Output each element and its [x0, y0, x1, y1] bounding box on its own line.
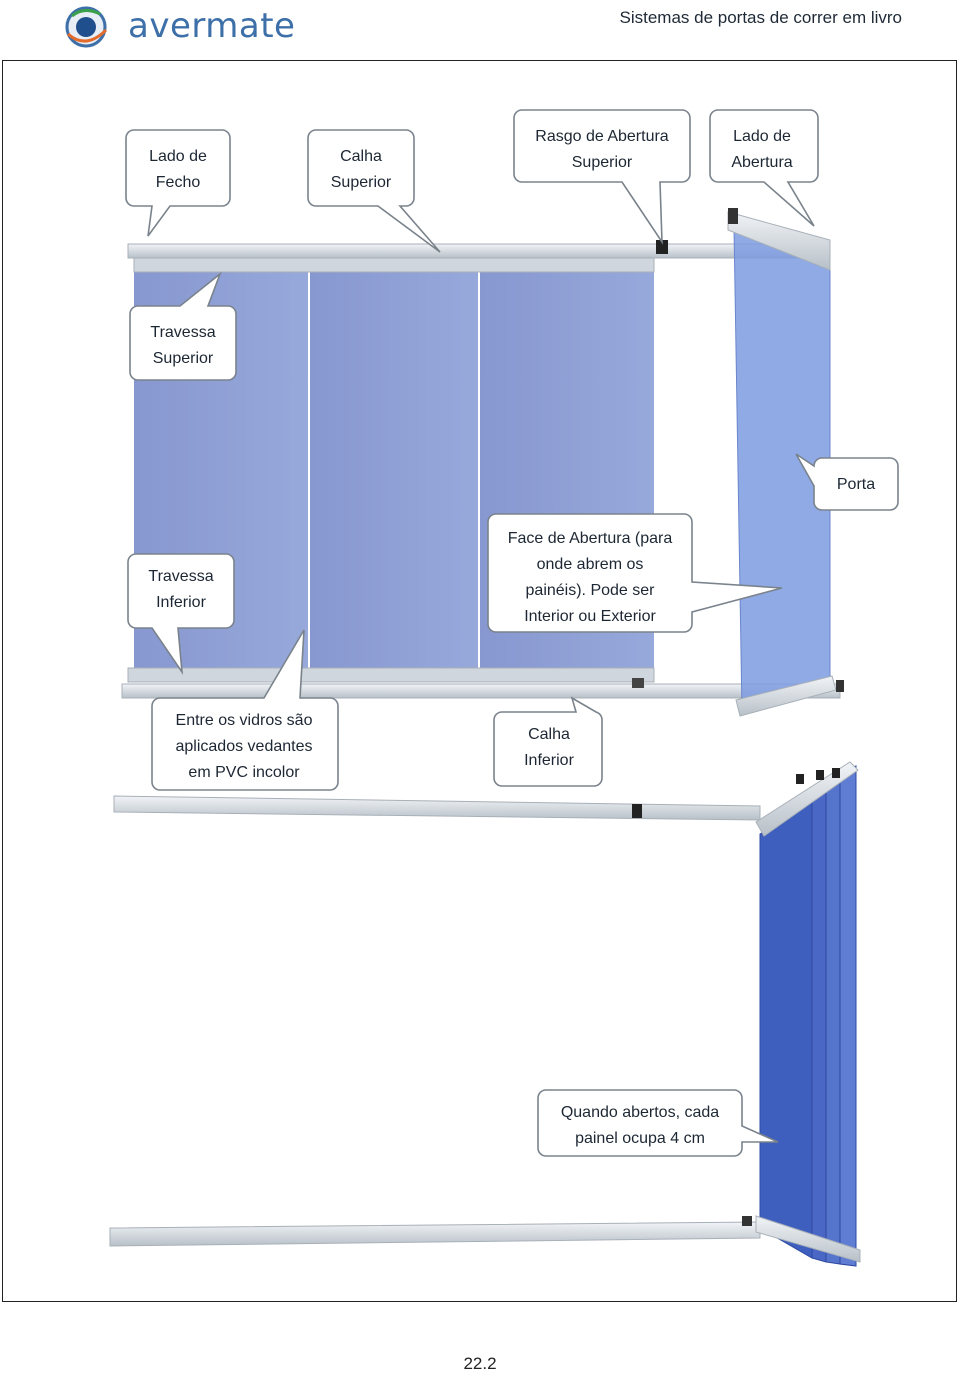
top-crossbar: [133, 257, 655, 273]
stacked-top-frame: [755, 761, 859, 837]
stacked-panel-3: [825, 773, 841, 1265]
door-hinge-bottom: [836, 680, 844, 692]
bubble-travessa-inferior: [127, 553, 235, 675]
stacked-hinge-3: [832, 768, 840, 778]
bubble-calha-inferior: [493, 696, 603, 787]
callout-bubbles: [125, 109, 899, 1157]
open-top-slot-marker: [632, 804, 642, 818]
callout-travessa-superior: Travessa Superior: [150, 324, 216, 367]
page-header: avermate Sistemas de portas de correr em…: [0, 0, 960, 56]
bubble-porta: [795, 453, 899, 511]
logo-mark-icon: [65, 6, 108, 48]
callout-porta: Porta: [836, 476, 876, 493]
bubble-vedantes: [151, 629, 339, 791]
bubble-face-abertura: [487, 513, 783, 633]
figure-frame: [2, 60, 957, 1302]
callout-calha-inferior: Calha Inferior: [524, 726, 574, 769]
bottom-rail: [121, 683, 841, 699]
document-title: Sistemas de portas de correr em livro: [619, 8, 903, 27]
bubble-lado-abertura: [709, 109, 819, 227]
stacked-panel-1: [759, 799, 813, 1259]
callout-travessa-inferior: Travessa Inferior: [148, 568, 214, 611]
open-top-rail: [113, 795, 761, 821]
page-number: 22.2: [463, 1354, 497, 1373]
callout-quando-abertos: Quando abertos, cada painel ocupa 4 cm: [560, 1104, 720, 1147]
stacked-hinge-2: [816, 770, 824, 780]
open-system-drawing: [109, 761, 861, 1267]
glass-panel-2: [310, 270, 478, 670]
open-bottom-rail: [109, 1221, 761, 1247]
callout-vedantes: Entre os vidros são aplicados vedantes e…: [175, 712, 313, 781]
open-bottom-marker: [742, 1216, 752, 1226]
callout-rasgo-abertura: Rasgo de Abertura Superior: [535, 128, 669, 171]
avermate-logo: avermate: [62, 4, 322, 50]
closed-system-drawing: [121, 208, 844, 717]
bottom-slot-marker: [632, 678, 644, 688]
bubble-lado-fecho: [125, 129, 231, 237]
callout-lado-fecho: Lado de Fecho: [149, 148, 207, 191]
callout-calha-superior: Calha Superior: [330, 148, 392, 191]
stacked-panel-4: [839, 765, 857, 1267]
stacked-hinge-1: [796, 774, 804, 784]
stacked-panel-2: [811, 783, 827, 1263]
top-slot-marker: [656, 240, 668, 254]
callout-face-abertura: Face de Abertura (para onde abrem os pai…: [507, 530, 673, 625]
bubble-rasgo-abertura: [513, 109, 691, 245]
bubble-travessa-superior: [129, 271, 237, 381]
callout-lado-abertura: Lado de Abertura: [731, 128, 793, 171]
stacked-bottom-frame: [755, 1215, 861, 1263]
door-hinge-top: [728, 208, 738, 224]
bottom-crossbar: [127, 667, 655, 683]
bubble-calha-superior: [307, 129, 441, 253]
bubble-quando-abertos: [537, 1089, 779, 1157]
logo-wordmark: avermate: [128, 6, 296, 46]
top-rail: [127, 243, 829, 259]
